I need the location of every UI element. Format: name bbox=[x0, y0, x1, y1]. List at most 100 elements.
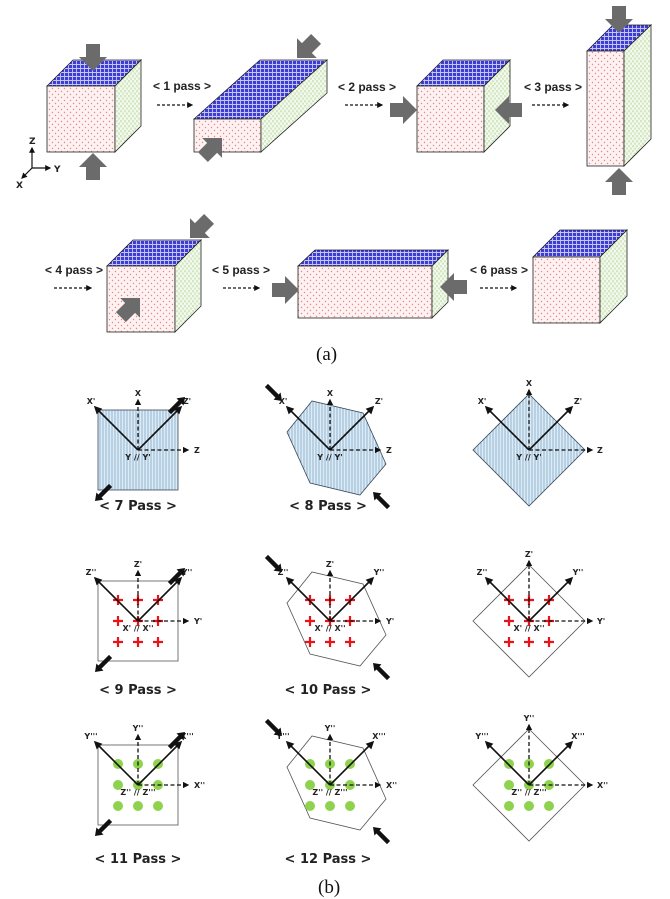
axis-label-diag-left: Z'' bbox=[477, 568, 488, 577]
axis-diag-right bbox=[528, 576, 574, 622]
sheared-cross-section bbox=[286, 571, 387, 667]
axis-diag-right bbox=[329, 405, 375, 451]
pass-diagram-10: Z'Z''Y''Y'X' // X''< 10 Pass > bbox=[262, 552, 394, 698]
pass-label-10: < 10 Pass > bbox=[285, 683, 372, 698]
axis-label-diag-left: Y''' bbox=[83, 732, 97, 741]
axis-label-z: Z bbox=[29, 137, 36, 147]
pass-label-11: < 11 Pass > bbox=[95, 852, 182, 867]
dot-marker bbox=[345, 801, 355, 811]
axis-label-diag-right: Z' bbox=[375, 397, 383, 406]
pass-label-12: < 12 Pass > bbox=[285, 852, 372, 867]
dot-marker bbox=[524, 801, 534, 811]
pass-label-7: < 7 Pass > bbox=[99, 499, 177, 514]
axis-diag-right bbox=[137, 740, 183, 786]
axis-label-diag-left: Y''' bbox=[474, 732, 488, 741]
cube-after-pass-2 bbox=[390, 59, 522, 153]
axis-label-center: X' // X'' bbox=[513, 624, 544, 633]
xyz-triad: Z Y X bbox=[16, 137, 61, 191]
axis-diag-left bbox=[285, 576, 331, 622]
axis-label-up: Z' bbox=[525, 550, 533, 559]
axis-label-diag-right: Z' bbox=[183, 397, 191, 406]
plus-marker bbox=[305, 637, 315, 647]
axis-label-center: Z'' // Z''' bbox=[312, 788, 347, 797]
dot-marker bbox=[305, 780, 315, 790]
axis-label-up: Y'' bbox=[132, 724, 144, 733]
press-arrow-right bbox=[390, 96, 417, 124]
axis-label-diag-right: X''' bbox=[571, 732, 585, 741]
axis-label-center: Z'' // Z''' bbox=[120, 788, 155, 797]
axis-label-right: X'' bbox=[597, 781, 608, 790]
pass-diagram-12-result: Y''Y'''X'''X''Z'' // Z''' bbox=[472, 714, 608, 842]
axis-diag-left bbox=[484, 740, 530, 786]
axis-label-diag-right: Z' bbox=[574, 397, 582, 406]
pass-diagram-10-result: Z'Z''Y''Y'X' // X'' bbox=[472, 550, 605, 678]
dot-marker bbox=[153, 801, 163, 811]
axis-label-right: Z bbox=[597, 446, 603, 455]
axis-diag-left bbox=[285, 740, 331, 786]
axis-label-diag-right: X''' bbox=[372, 732, 386, 741]
pass-label-6: < 6 pass > bbox=[470, 263, 528, 277]
pass-label-8: < 8 Pass > bbox=[289, 499, 367, 514]
axis-label-right: X'' bbox=[386, 781, 397, 790]
dot-marker bbox=[504, 780, 514, 790]
axis-label-diag-left: Z'' bbox=[86, 568, 97, 577]
plus-marker bbox=[345, 637, 355, 647]
cube-after-pass-5 bbox=[272, 249, 467, 319]
pass-label-4: < 4 pass > bbox=[45, 263, 103, 277]
axis-label-right: Y' bbox=[385, 617, 394, 626]
axis-label-up: Z' bbox=[326, 560, 334, 569]
dot-marker bbox=[113, 780, 123, 790]
axis-diag-right bbox=[137, 405, 183, 451]
press-arrow-out bbox=[369, 823, 393, 847]
pass-diagram-11: Y'' Y''' X''' X'' Z'' // Z''' < 11 Pass > bbox=[83, 724, 205, 867]
cube-after-pass-3 bbox=[586, 6, 652, 195]
dot-marker bbox=[133, 801, 143, 811]
axis-diag-left bbox=[93, 405, 139, 451]
plus-marker bbox=[544, 637, 554, 647]
panel-b: XX'Z'ZY // Y'< 7 Pass >XX'Z'ZY // Y'< 8 … bbox=[83, 379, 608, 867]
axis-label-diag-right: Y'' bbox=[181, 568, 193, 577]
plus-marker bbox=[524, 637, 534, 647]
axis-diag-left bbox=[484, 576, 530, 622]
dot-marker bbox=[544, 801, 554, 811]
axis-label-up: Y'' bbox=[324, 724, 336, 733]
pass-diagram-9: Z'Z''Y''Y'X' // X''< 9 Pass > bbox=[86, 560, 203, 698]
press-arrow-out bbox=[369, 488, 393, 512]
axis-label-diag-right: Y'' bbox=[572, 568, 584, 577]
axis-label-right: Z bbox=[194, 446, 200, 455]
axis-label-y: Y bbox=[53, 165, 61, 175]
axis-label-up: X bbox=[135, 389, 142, 398]
dot-marker bbox=[325, 801, 335, 811]
plus-marker bbox=[504, 616, 514, 626]
axis-diag-left bbox=[484, 405, 530, 451]
plus-marker bbox=[305, 616, 315, 626]
axis-label-center: Z'' // Z''' bbox=[511, 788, 546, 797]
axis-label-diag-left: Y''' bbox=[275, 732, 289, 741]
pass-label-3: < 3 pass > bbox=[524, 80, 582, 94]
plus-marker bbox=[113, 637, 123, 647]
cube-initial bbox=[46, 44, 142, 180]
pass-diagram-8: XX'Z'ZY // Y'< 8 Pass > bbox=[262, 381, 393, 514]
panel-a-label: (a) bbox=[316, 344, 337, 365]
axis-label-diag-right: X''' bbox=[180, 732, 194, 741]
axis-diag-left bbox=[93, 576, 139, 622]
axis-label-center: X' // X'' bbox=[122, 624, 153, 633]
plus-marker bbox=[153, 637, 163, 647]
press-arrow-bottom bbox=[605, 168, 633, 195]
plus-marker bbox=[133, 637, 143, 647]
cube-after-pass-4 bbox=[106, 209, 219, 333]
panel-a: Z Y X < 1 pass > < 2 pass > < 3 pass > bbox=[16, 6, 652, 365]
axis-diag-left bbox=[285, 405, 331, 451]
axis-label-center: Y // Y' bbox=[124, 453, 150, 462]
axis-label-up: X bbox=[526, 379, 533, 388]
pass-diagram-7: XX'Z'ZY // Y'< 7 Pass > bbox=[87, 389, 200, 514]
axis-diag-right bbox=[528, 405, 574, 451]
plus-marker bbox=[113, 616, 123, 626]
pass-label-9: < 9 Pass > bbox=[99, 683, 177, 698]
axis-label-up: Z' bbox=[134, 560, 142, 569]
axis-label-diag-left: Z'' bbox=[278, 568, 289, 577]
axis-label-right: X'' bbox=[194, 781, 205, 790]
axis-diag-right bbox=[329, 576, 375, 622]
cube-after-pass-1 bbox=[192, 29, 329, 167]
